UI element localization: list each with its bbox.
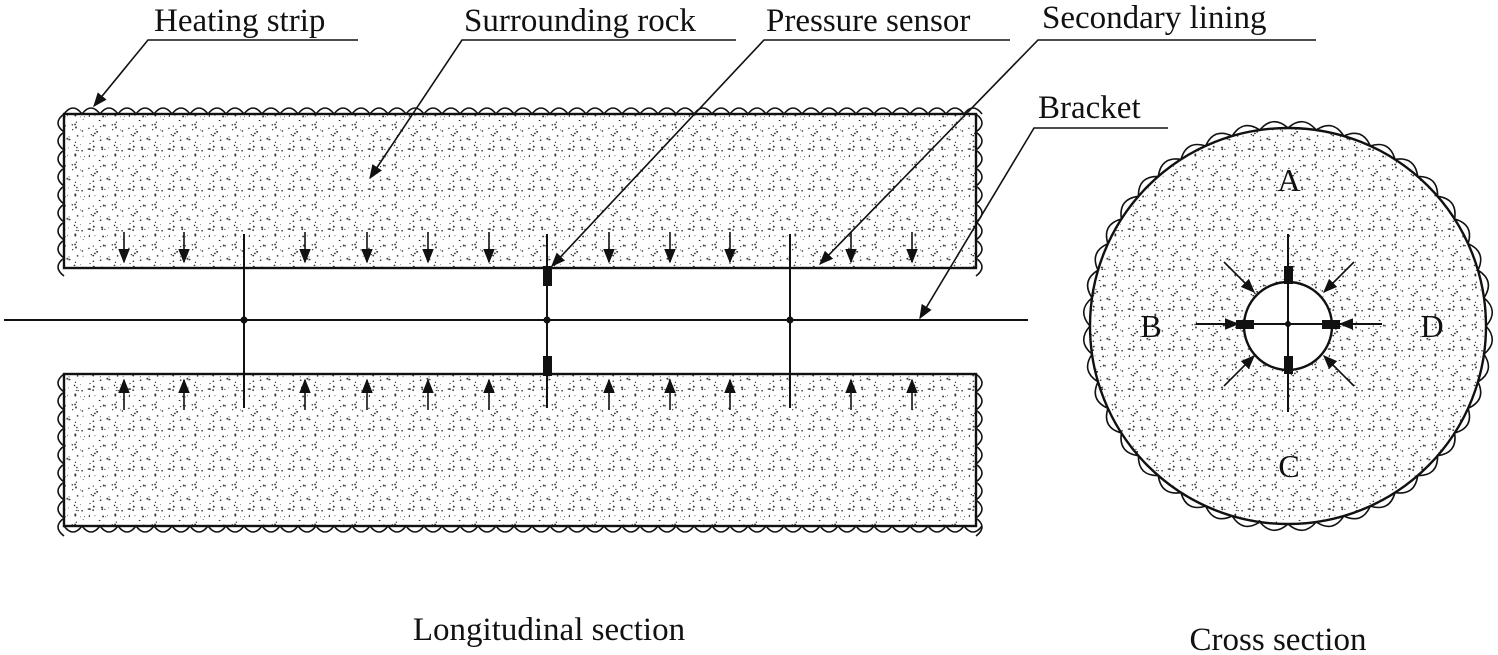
heating-strip-scallop [1477, 269, 1490, 299]
callout-leaders [93, 39, 1316, 320]
heating-strip-scallop [1259, 120, 1289, 131]
longitudinal-section [4, 107, 1028, 537]
leader-bracket [919, 127, 1168, 320]
point-label-b: B [1140, 308, 1161, 344]
heating-strip-scallop [1094, 381, 1109, 410]
heating-strip-scallop [1454, 408, 1471, 434]
heating-strip-scallop [1137, 175, 1159, 197]
heating-strip-scallop [1437, 432, 1456, 457]
sensor-left [1236, 320, 1254, 329]
sensor-right [1322, 320, 1340, 329]
heating-strip-scallop [1483, 297, 1494, 327]
heating-strip-scallop [1477, 353, 1490, 383]
surrounding-rock-upper [62, 112, 978, 270]
leader-heating-strip [93, 39, 358, 108]
heating-strip-scallop [1417, 455, 1439, 477]
heating-strip-scallop [1315, 124, 1345, 137]
pressure-sensor-upper [543, 266, 552, 286]
leader-pressure-sensor [551, 39, 1010, 268]
heating-strip-longitudinal [57, 107, 983, 537]
heating-strip-scallop [1315, 515, 1345, 528]
heating-strip-scallop [1454, 218, 1471, 244]
heating-strip-scallop [1417, 175, 1439, 197]
cross-pressure-arrows [1206, 261, 1372, 387]
heating-strip-scallops [57, 107, 983, 537]
heating-strip-scallop [1287, 521, 1317, 532]
heating-strip-scallop [1086, 353, 1099, 383]
heating-strip-scallop [1180, 492, 1206, 509]
heating-strip-scallop [1394, 475, 1419, 494]
heating-strip-scallop [1094, 242, 1109, 271]
caption-cross-section: Cross section [1190, 622, 1367, 655]
heating-strip-scallop [1231, 515, 1261, 528]
point-label-a: A [1277, 162, 1300, 198]
heating-strip-scallop [1231, 124, 1261, 137]
pressure-sensor-lower [543, 356, 552, 376]
leader-secondary-lining [818, 39, 1316, 266]
heating-strip-scallop [1343, 132, 1372, 147]
heating-strip-scallop [1105, 408, 1122, 434]
caption-longitudinal-section: Longitudinal section [413, 612, 685, 648]
point-label-c: C [1278, 448, 1299, 484]
heating-strip-scallop [1204, 505, 1233, 520]
leader-surrounding-rock [369, 39, 736, 180]
heating-strip-scallop [1287, 120, 1317, 131]
heating-strip-scallop [1120, 432, 1139, 457]
sensor-top [1284, 266, 1293, 284]
label-pressure-sensor: Pressure sensor [766, 3, 970, 39]
heating-strip-scallop [1370, 492, 1396, 509]
label-bracket: Bracket [1038, 90, 1141, 126]
heating-strip-scallop [1370, 143, 1396, 160]
heating-strip-scallop [1467, 381, 1482, 410]
heating-strip-scallop [1105, 218, 1122, 244]
heating-strip-scallop [1467, 242, 1482, 271]
heating-strip-scallop [1086, 269, 1099, 299]
heating-strip-scallop [1137, 455, 1159, 477]
heating-strip-scallop [1394, 158, 1419, 177]
heating-strip-scallop [1157, 475, 1182, 494]
heating-strip-scallop [1437, 195, 1456, 220]
heating-strip-scallop [1082, 325, 1093, 355]
surrounding-rock-lower [62, 372, 978, 528]
heating-strip-scallop [1483, 325, 1494, 355]
label-heating-strip: Heating strip [154, 3, 325, 39]
heating-strip-scallop [1259, 521, 1289, 532]
label-secondary-lining: Secondary lining [1042, 0, 1267, 36]
heating-strip-cross [1082, 120, 1494, 532]
heating-strip-scallop [1343, 505, 1372, 520]
point-label-d: D [1420, 308, 1443, 344]
lining-pressure-arrows [118, 232, 918, 410]
cross-section: A B C D [1082, 120, 1494, 532]
heating-strip-scallop [1082, 297, 1093, 327]
bracket-joints [240, 316, 794, 324]
heating-strip-scallop [1157, 158, 1182, 177]
label-surrounding-rock: Surrounding rock [464, 3, 696, 39]
cross-bracket-center [1285, 321, 1291, 327]
sensor-bottom [1284, 356, 1293, 374]
cross-pressure-sensors [1236, 266, 1340, 374]
heating-strip-scallop [1180, 143, 1206, 160]
heating-strip-scallop [1120, 195, 1139, 220]
heating-strip-scallop [1204, 132, 1233, 147]
